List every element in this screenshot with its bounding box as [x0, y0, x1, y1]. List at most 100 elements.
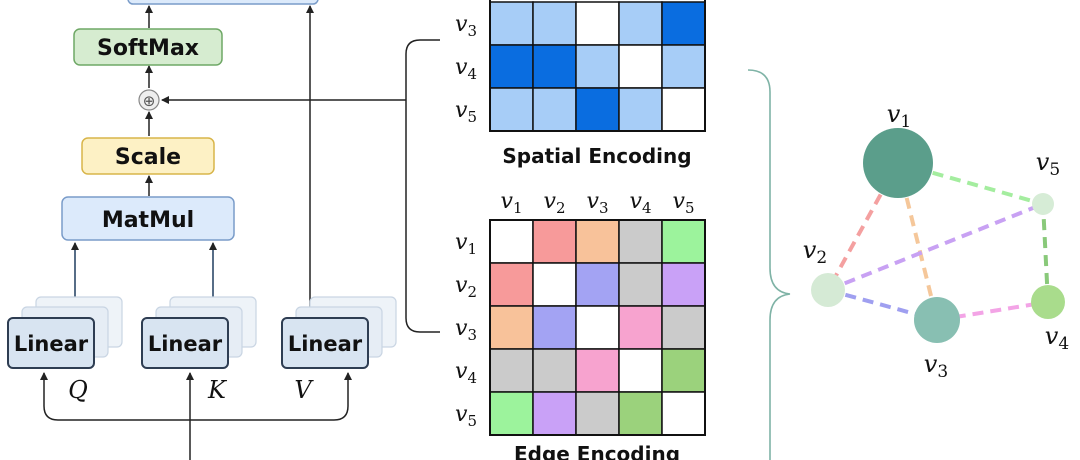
spatial-cell	[532, 1, 577, 46]
edge-row-label: v4	[455, 359, 477, 387]
edge-cell	[618, 219, 663, 264]
linear-v-label: Linear	[288, 332, 363, 356]
spatial-cell	[532, 87, 577, 132]
scale-box	[81, 137, 215, 175]
spatial-cell	[618, 1, 663, 46]
curly-brace	[747, 69, 791, 460]
add-node	[138, 89, 160, 111]
graph-node-label: v2	[803, 236, 827, 268]
spatial-row-label: v3	[455, 12, 477, 40]
edge-col-labels: v1 v2 v3 v4 v5	[501, 189, 695, 217]
top-box	[127, 0, 319, 5]
spatial-cell	[532, 44, 577, 89]
matmul-label: MatMul	[102, 208, 194, 233]
add-symbol: ⊕	[143, 92, 156, 110]
spatial-row-label: v4	[455, 55, 477, 83]
graph-node-v2	[811, 273, 845, 307]
spatial-cell	[489, 87, 534, 132]
edge-row-label: v1	[455, 230, 477, 258]
spatial-row-labels: v3 v4 v5	[455, 12, 477, 126]
graph-node-v3	[914, 297, 960, 343]
matmul-box	[61, 196, 235, 241]
linear-q-stack: Linear	[7, 296, 123, 369]
spatial-cell	[618, 44, 663, 89]
linear-q-label: Linear	[14, 332, 89, 356]
spatial-cell	[489, 44, 534, 89]
edge-cell	[618, 305, 663, 350]
edge-cell	[532, 305, 577, 350]
spatial-cell	[661, 87, 706, 132]
edge-cell	[618, 262, 663, 307]
edge-cell	[661, 348, 706, 393]
graph-node-v5	[1032, 193, 1054, 215]
edge-cell	[575, 262, 620, 307]
edge-cell	[532, 391, 577, 436]
edge-cell	[618, 391, 663, 436]
edge-cell	[489, 305, 534, 350]
edge-grid-border	[489, 219, 706, 436]
softmax-box	[73, 28, 223, 66]
edge-cell	[575, 219, 620, 264]
spatial-row-label: v5	[455, 98, 477, 126]
edge-cell	[532, 348, 577, 393]
graph-node-label: v3	[924, 350, 948, 382]
input-label-q: Q	[68, 376, 88, 404]
edge-encoding: v1 v2 v3 v4 v5 v1 v2 v3 v4 v5 Edge Encoding	[455, 189, 706, 460]
linear-v-stack: Linear	[281, 296, 397, 369]
spatial-cell	[575, 87, 620, 132]
graph-node-label: v1	[887, 100, 911, 132]
graph-edges	[826, 161, 1050, 322]
edge-cell	[575, 391, 620, 436]
edge-col-label: v2	[544, 189, 566, 217]
edge-cell	[661, 391, 706, 436]
edge-col-label: v3	[587, 189, 609, 217]
linear-k-label: Linear	[148, 332, 223, 356]
graph: v1 v2 v3 v4 v5	[803, 100, 1069, 382]
graph-nodes: v1 v2 v3 v4 v5	[803, 100, 1069, 382]
graph-node-v4	[1031, 285, 1065, 319]
spatial-cell	[575, 1, 620, 46]
spatial-cell	[661, 1, 706, 46]
edge-caption: Edge Encoding	[514, 442, 680, 460]
input-label-v: V	[294, 376, 314, 404]
edge-cell	[489, 391, 534, 436]
edge-cell	[661, 305, 706, 350]
edge-cell	[661, 262, 706, 307]
edge-col-label: v5	[673, 189, 695, 217]
input-to-v	[190, 372, 352, 421]
spatial-encoding: v3 v4 v5 Spatial Encoding	[455, 0, 706, 168]
input-label-k: K	[207, 376, 228, 404]
graph-node-label: v4	[1045, 322, 1069, 354]
edge-row-label: v3	[455, 316, 477, 344]
edge-cell	[618, 348, 663, 393]
encoding-bracket	[405, 39, 440, 333]
spatial-cell	[618, 87, 663, 132]
edge-grid	[489, 219, 706, 436]
edge-cell	[661, 219, 706, 264]
edge-cell	[575, 348, 620, 393]
edge-cell	[532, 219, 577, 264]
edge-cell	[532, 262, 577, 307]
graph-edge-v2-v5	[827, 202, 1044, 292]
graph-node-v1	[863, 128, 933, 198]
graph-node-label: v5	[1036, 148, 1060, 180]
edge-row-label: v5	[455, 402, 477, 430]
spatial-caption: Spatial Encoding	[502, 144, 691, 168]
graph-edge-v4-v5	[1041, 203, 1050, 303]
edge-cell	[489, 219, 534, 264]
edge-cell	[489, 348, 534, 393]
edge-col-label: v4	[630, 189, 652, 217]
scale-label: Scale	[115, 145, 181, 170]
linear-k-stack: Linear	[141, 296, 257, 369]
spatial-grid-border	[489, 0, 706, 132]
spatial-cell	[489, 1, 534, 46]
edge-cell	[575, 305, 620, 350]
edge-cell	[489, 262, 534, 307]
spatial-cell	[575, 44, 620, 89]
input-to-q	[40, 372, 191, 460]
attention-block: SoftMax ⊕ Scale MatMul Linear Linear	[7, 0, 397, 460]
edge-col-label: v1	[501, 189, 523, 217]
softmax-label: SoftMax	[97, 36, 199, 61]
